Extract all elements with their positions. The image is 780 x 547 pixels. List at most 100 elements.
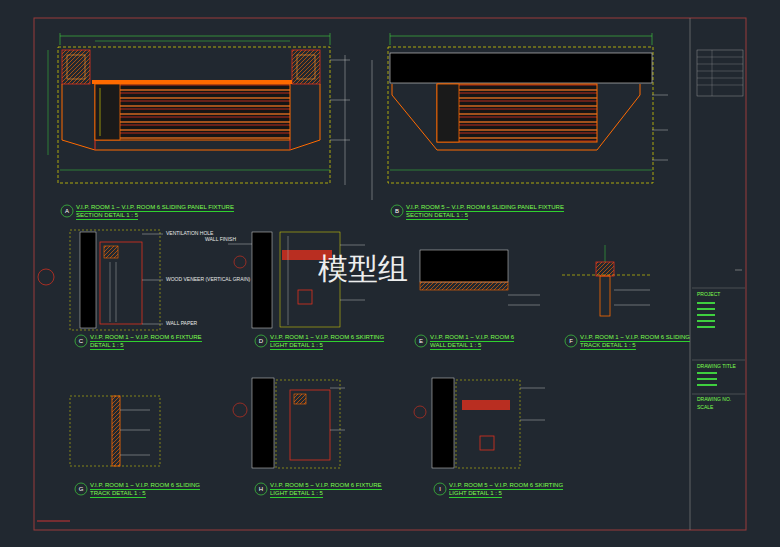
detail-title: V.I.P. ROOM 1 ~ V.I.P. ROOM 6 SLIDING — [580, 334, 690, 342]
section-a — [62, 50, 90, 84]
detail-f — [614, 290, 650, 291]
section-a — [58, 47, 330, 183]
title-block — [697, 302, 715, 304]
title-block — [692, 394, 745, 395]
detail-c — [104, 246, 118, 258]
title-block — [697, 378, 717, 380]
detail-c — [142, 280, 163, 281]
title-block — [697, 64, 743, 65]
section-a — [330, 60, 350, 61]
title-block-label: SCALE — [697, 405, 713, 411]
detail-e — [508, 295, 540, 296]
detail-title: TRACK DETAIL 1 : 5 — [90, 490, 146, 498]
title-block — [692, 288, 745, 289]
detail-i — [414, 378, 545, 468]
sheet-frame — [34, 18, 746, 530]
section-a — [297, 55, 315, 79]
detail-i — [480, 436, 494, 450]
callout-letter: C — [76, 338, 86, 345]
callout-circle — [75, 335, 87, 347]
detail-d — [340, 245, 365, 246]
annotation: WOOD VENEER (VERTICAL GRAIN) — [166, 277, 250, 283]
callout-circle — [391, 205, 403, 217]
section-b — [390, 53, 652, 83]
detail-f — [614, 305, 650, 306]
detail-f — [562, 245, 650, 316]
sheet-frame — [690, 18, 691, 530]
section-b — [652, 160, 668, 161]
section-b — [437, 84, 459, 142]
annotation: WALL FINISH — [205, 237, 236, 243]
section-a — [48, 50, 49, 155]
title-block — [697, 326, 715, 328]
detail-e — [508, 305, 540, 306]
detail-i — [462, 400, 510, 410]
detail-f — [600, 276, 610, 316]
section-b — [390, 33, 391, 45]
detail-c — [38, 269, 54, 285]
title-block — [697, 384, 717, 386]
detail-title: LIGHT DETAIL 1 : 5 — [270, 342, 323, 350]
title-block — [697, 85, 743, 86]
detail-e — [420, 250, 540, 305]
annotation: WALL PAPER — [166, 321, 197, 327]
detail-i — [432, 378, 454, 468]
callout-letter: B — [392, 208, 402, 215]
callout-letter: F — [566, 338, 576, 345]
section-b — [652, 33, 653, 45]
detail-h — [330, 430, 345, 431]
detail-f — [605, 245, 606, 262]
section-a — [67, 55, 85, 79]
title-block — [697, 57, 743, 58]
detail-g — [120, 410, 150, 411]
section-b — [372, 33, 668, 200]
detail-i — [520, 388, 545, 389]
detail-d — [234, 256, 246, 268]
callout-letter: G — [76, 486, 86, 493]
callout-letter: H — [256, 486, 266, 493]
detail-c — [38, 230, 163, 330]
detail-title: V.I.P. ROOM 5 ~ V.I.P. ROOM 6 SLIDING PA… — [406, 204, 564, 212]
title-block — [697, 71, 743, 72]
detail-d — [228, 244, 252, 245]
section-a — [95, 84, 120, 140]
sheet-frame — [735, 270, 742, 271]
annotation: VENTILATION HOLE — [166, 231, 213, 237]
detail-h — [233, 378, 345, 468]
detail-f — [596, 262, 614, 276]
title-block — [697, 320, 715, 322]
section-a — [330, 33, 331, 45]
detail-d — [252, 232, 272, 328]
section-b — [372, 60, 373, 200]
detail-title: TRACK DETAIL 1 : 5 — [580, 342, 636, 350]
title-block — [692, 360, 745, 361]
detail-title: V.I.P. ROOM 1 ~ V.I.P. ROOM 6 SLIDING — [90, 482, 200, 490]
detail-g — [120, 430, 150, 431]
detail-title: V.I.P. ROOM 5 ~ V.I.P. ROOM 6 SKIRTING — [449, 482, 563, 490]
section-a — [292, 50, 320, 84]
detail-e — [420, 282, 508, 290]
detail-title: V.I.P. ROOM 1 ~ V.I.P. ROOM 6 — [430, 334, 514, 342]
title-block-label: DRAWING TITLE — [697, 364, 736, 370]
title-block-label: DRAWING NO. — [697, 397, 731, 403]
detail-title: V.I.P. ROOM 1 ~ V.I.P. ROOM 6 SKIRTING — [270, 334, 384, 342]
section-a — [48, 33, 350, 185]
callout-circle — [255, 335, 267, 347]
callout-circle — [565, 335, 577, 347]
detail-c — [80, 232, 96, 328]
detail-title: DETAIL 1 : 5 — [90, 342, 124, 350]
detail-d — [288, 236, 289, 325]
detail-g — [112, 396, 120, 466]
section-a — [60, 170, 330, 171]
detail-title: LIGHT DETAIL 1 : 5 — [270, 490, 323, 498]
detail-e — [420, 250, 508, 282]
detail-h — [252, 378, 274, 468]
title-block — [697, 314, 715, 316]
section-a — [330, 100, 350, 101]
detail-title: SECTION DETAIL 1 : 5 — [76, 212, 138, 220]
title-block — [697, 308, 715, 310]
callout-letter: A — [62, 208, 72, 215]
section-a — [62, 84, 320, 150]
detail-title: V.I.P. ROOM 1 ~ V.I.P. ROOM 6 FIXTURE — [90, 334, 202, 342]
